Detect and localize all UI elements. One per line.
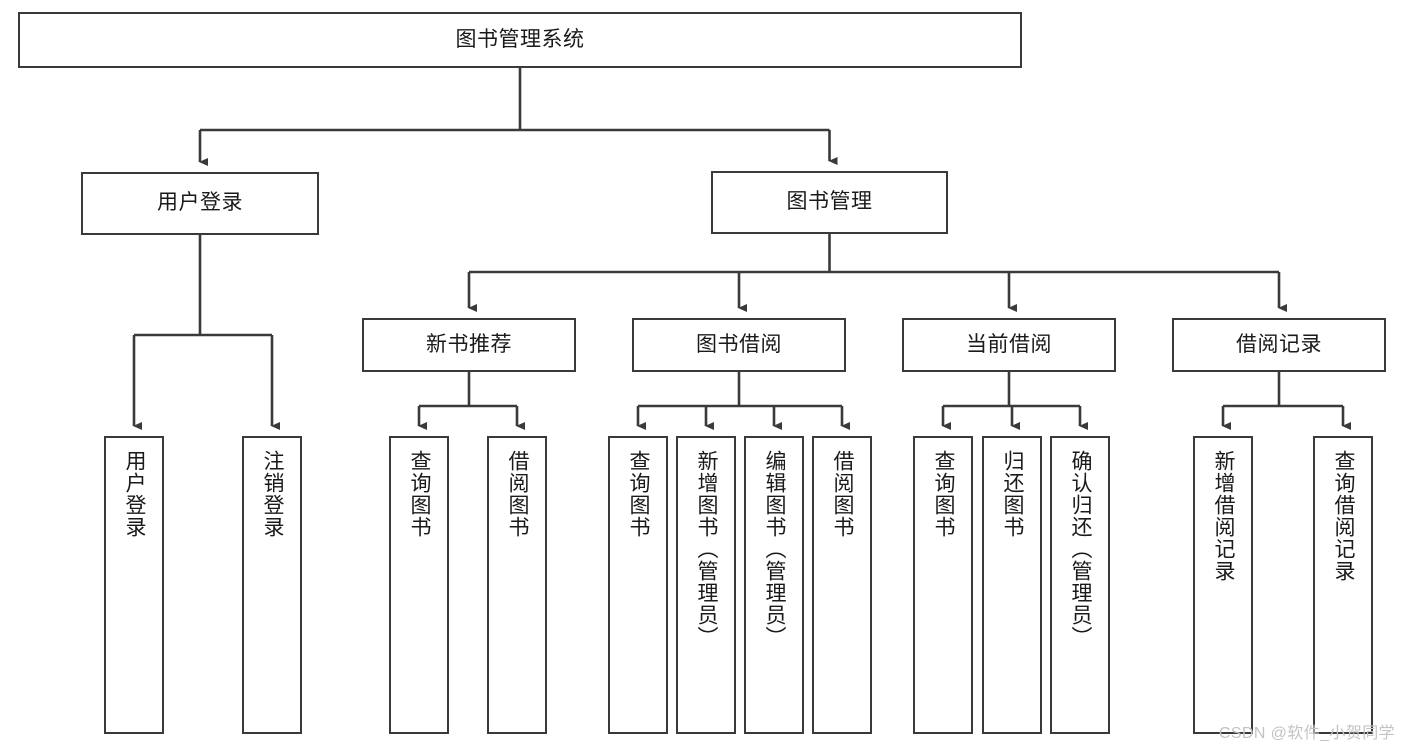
node-leaf-query-book-1[interactable]: 查询图书: [389, 436, 449, 734]
node-label: 查询图书: [627, 450, 651, 538]
node-label: 查询图书: [932, 450, 956, 538]
node-leaf-user-login[interactable]: 用户登录: [104, 436, 164, 734]
node-label: 查询借阅记录: [1332, 450, 1356, 582]
node-label: 编辑图书（管理员）: [763, 450, 787, 648]
node-current-borrow[interactable]: 当前借阅: [902, 318, 1116, 372]
node-label: 归还图书: [1001, 450, 1025, 538]
node-new-book-rec[interactable]: 新书推荐: [362, 318, 576, 372]
node-leaf-query-book-3[interactable]: 查询图书: [913, 436, 973, 734]
node-book-manage[interactable]: 图书管理: [711, 171, 948, 234]
node-user-login[interactable]: 用户登录: [81, 172, 319, 235]
node-book-borrow[interactable]: 图书借阅: [632, 318, 846, 372]
node-label: 新增图书（管理员）: [695, 450, 719, 648]
node-label: 用户登录: [123, 450, 147, 538]
node-leaf-logout[interactable]: 注销登录: [242, 436, 302, 734]
node-label: 图书借阅: [696, 332, 782, 356]
node-label: 图书管理系统: [455, 27, 585, 51]
node-label: 借阅图书: [506, 450, 530, 538]
node-label: 用户登录: [157, 191, 243, 215]
node-label: 新书推荐: [426, 332, 512, 356]
node-leaf-borrow-book-1[interactable]: 借阅图书: [487, 436, 547, 734]
node-leaf-add-book[interactable]: 新增图书（管理员）: [676, 436, 736, 734]
node-label: 查询图书: [408, 450, 432, 538]
node-label: 图书管理: [786, 190, 873, 214]
node-leaf-borrow-book-2[interactable]: 借阅图书: [812, 436, 872, 734]
node-label: 注销登录: [261, 450, 285, 538]
node-label: 借阅记录: [1236, 332, 1322, 356]
node-leaf-return-book[interactable]: 归还图书: [982, 436, 1042, 734]
node-leaf-query-book-2[interactable]: 查询图书: [608, 436, 668, 734]
node-label: 借阅图书: [831, 450, 855, 538]
node-leaf-edit-book[interactable]: 编辑图书（管理员）: [744, 436, 804, 734]
node-root[interactable]: 图书管理系统: [18, 12, 1022, 68]
node-borrow-record[interactable]: 借阅记录: [1172, 318, 1386, 372]
node-label: 确认归还（管理员）: [1069, 450, 1093, 648]
node-label: 新增借阅记录: [1212, 450, 1236, 582]
node-leaf-confirm-return[interactable]: 确认归还（管理员）: [1050, 436, 1110, 734]
node-leaf-add-record[interactable]: 新增借阅记录: [1193, 436, 1253, 734]
node-label: 当前借阅: [966, 332, 1052, 356]
node-leaf-query-record[interactable]: 查询借阅记录: [1313, 436, 1373, 734]
